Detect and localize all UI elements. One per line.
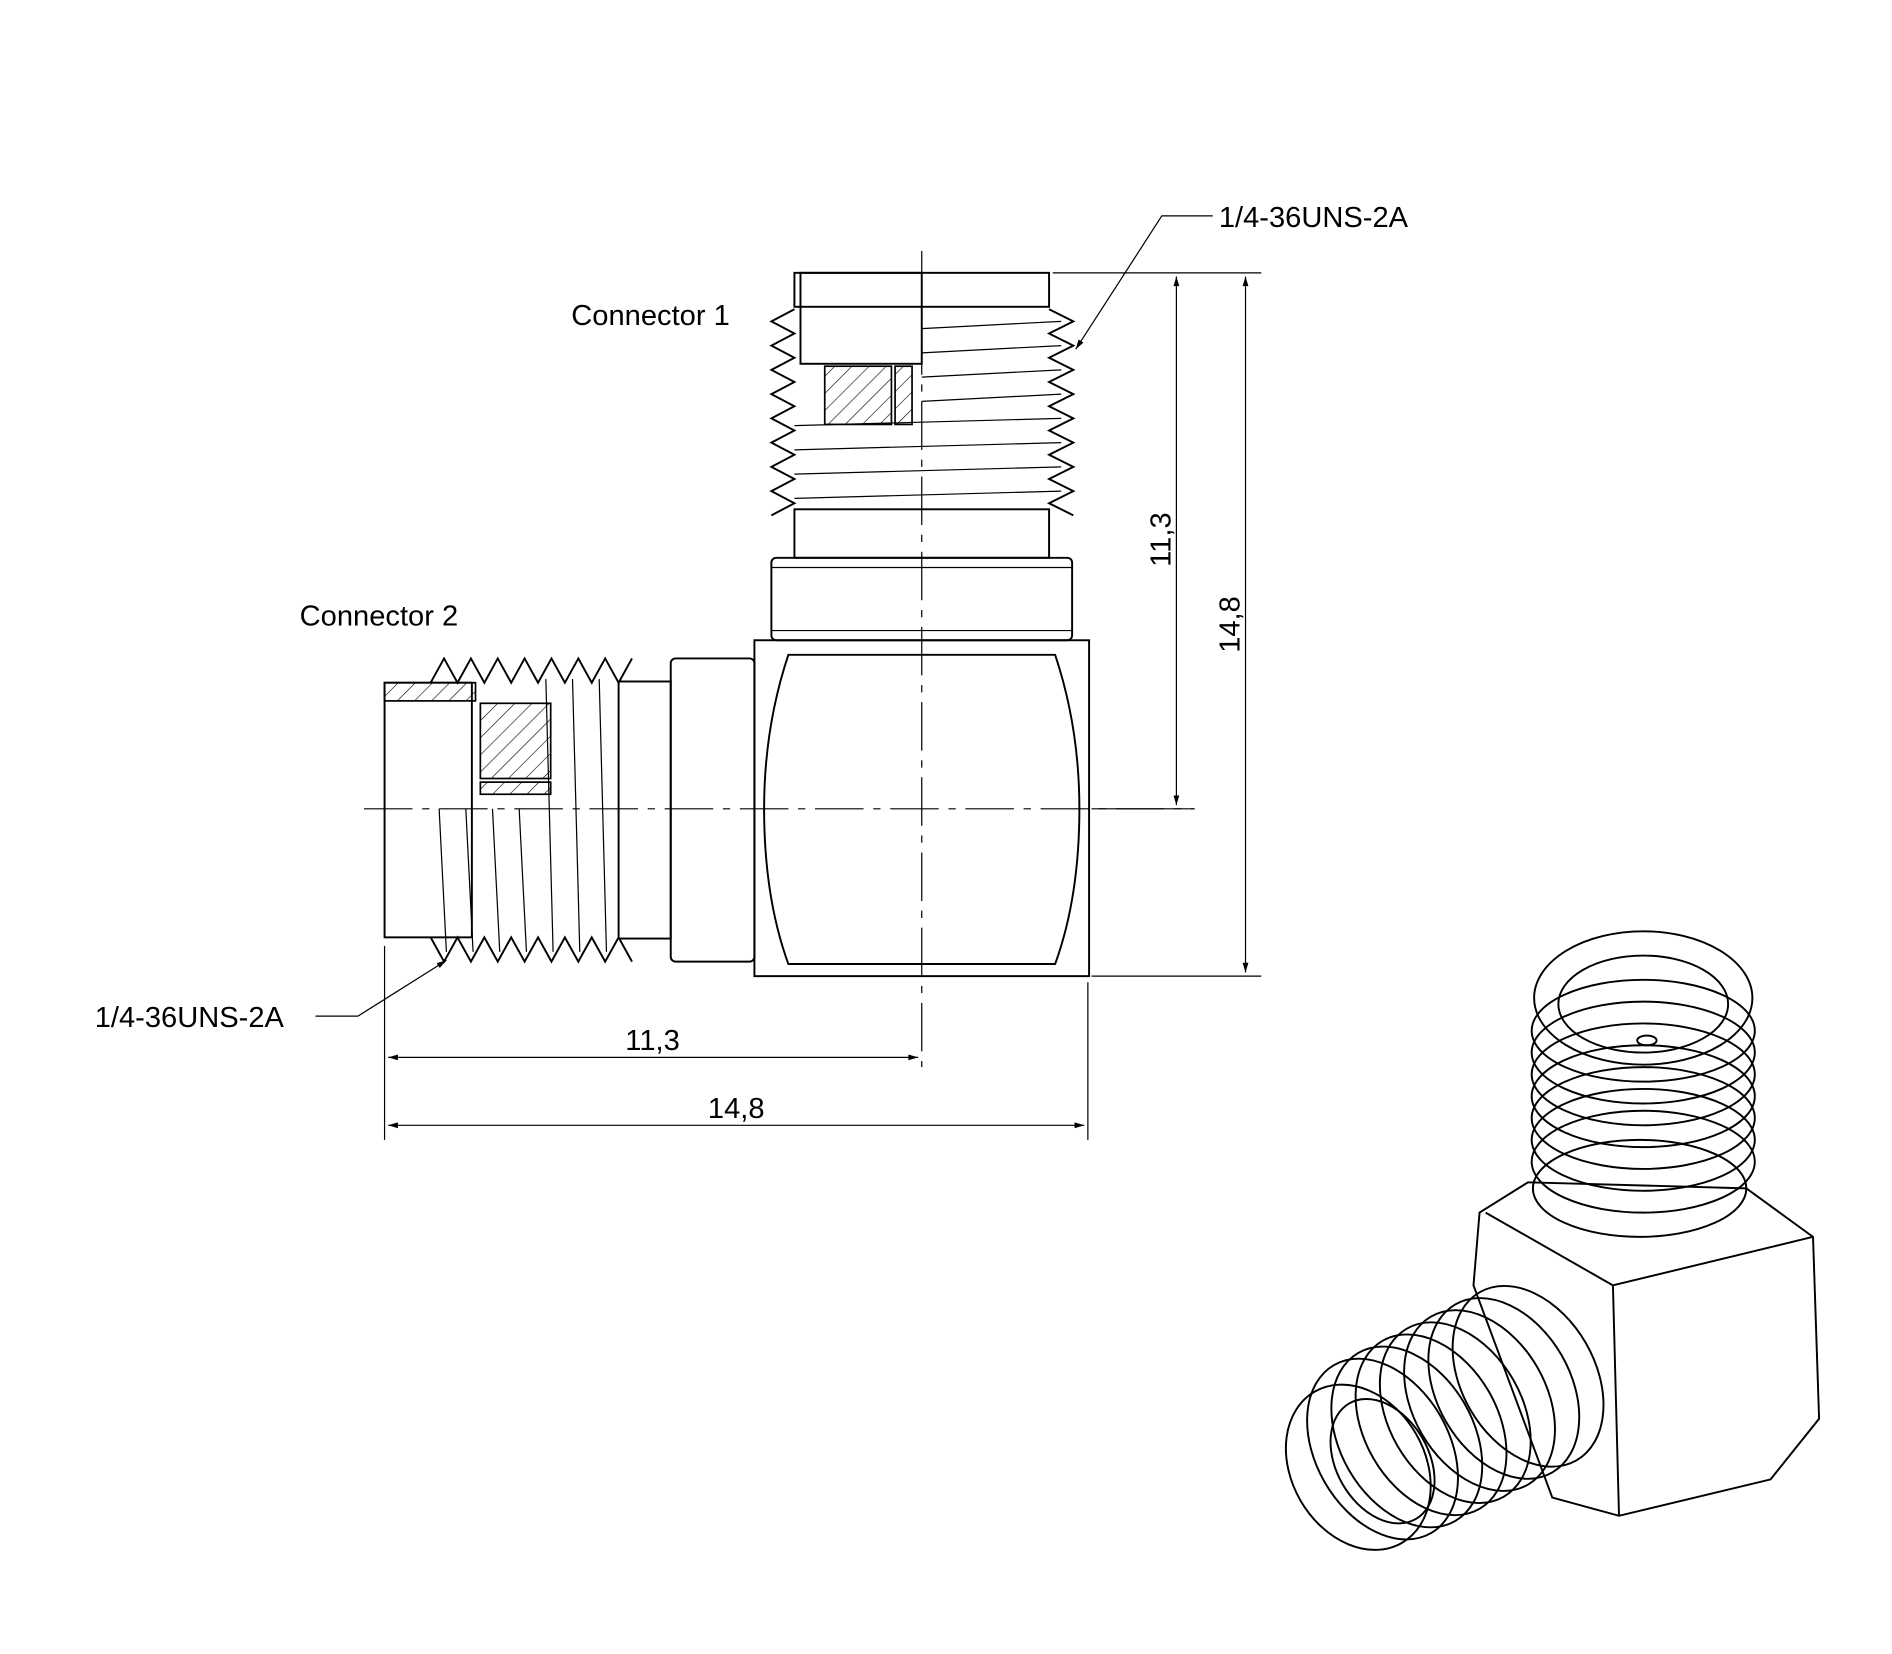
connector-2-side-view (383, 656, 756, 964)
connector-2-label: Connector 2 (300, 601, 459, 633)
dim-vertical-short: 11,3 (1145, 512, 1177, 566)
dimension-lines (315, 215, 1262, 1140)
dim-vertical-long: 14,8 (1214, 596, 1246, 653)
isometric-view (1284, 930, 1821, 1551)
dim-horizontal-short: 11,3 (625, 1025, 679, 1057)
connector-1-label: Connector 1 (571, 300, 730, 332)
thread-spec-bottom-label: 1/4-36UNS-2A (95, 1002, 285, 1034)
thread-spec-top-label: 1/4-36UNS-2A (1219, 202, 1409, 234)
dim-horizontal-long: 14,8 (708, 1093, 765, 1125)
